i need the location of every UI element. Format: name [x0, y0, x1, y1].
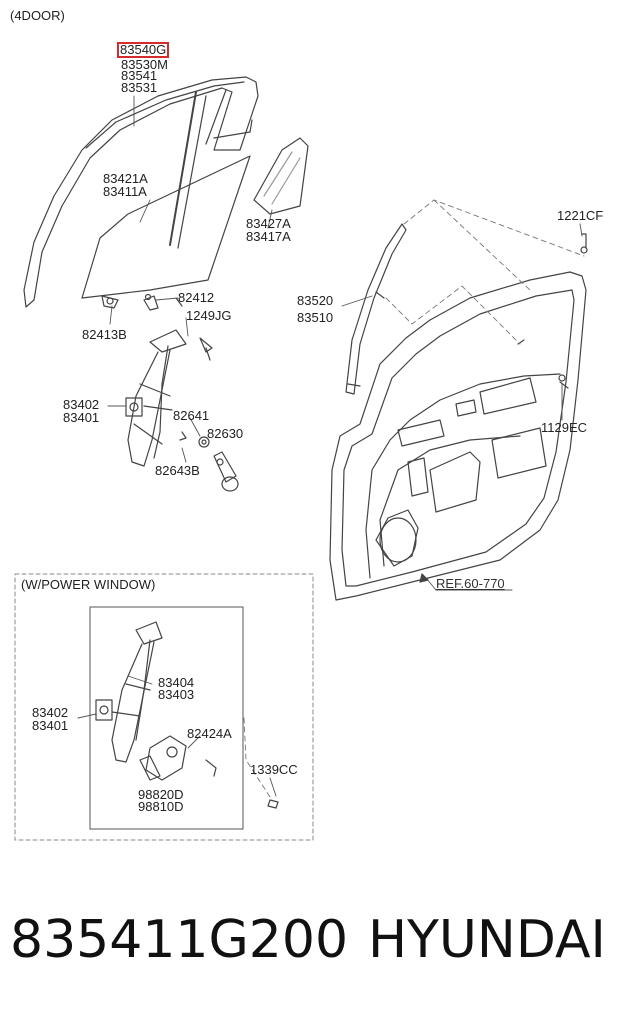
- power-regulator: [95, 621, 163, 763]
- part-label-82424A[interactable]: 82424A: [187, 726, 232, 741]
- part-label-82413B[interactable]: 82413B: [82, 327, 127, 342]
- handle-parts: [198, 436, 239, 492]
- part-label-83530M[interactable]: 83530M: [121, 57, 168, 72]
- part-label-83540G[interactable]: 83540G: [117, 42, 170, 58]
- part-number: 835411G200: [10, 910, 349, 970]
- part-label-98810D[interactable]: 98810D: [138, 799, 184, 814]
- power-window-inner-box: [89, 606, 244, 830]
- part-label-83401[interactable]: 83401: [63, 410, 100, 425]
- part-label-83411A[interactable]: 83411A: [103, 184, 147, 199]
- manual-regulator: [125, 295, 213, 467]
- part-label-1339CC[interactable]: 1339CC: [250, 762, 298, 777]
- part-label-82643B[interactable]: 82643B: [155, 463, 200, 478]
- part-label-82630[interactable]: 82630: [207, 426, 244, 441]
- part-label-83541[interactable]: 83541: [121, 68, 158, 83]
- part-label-83510[interactable]: 83510: [297, 310, 334, 325]
- part-label-98820D[interactable]: 98820D: [138, 787, 184, 802]
- ref-label[interactable]: REF.60-770: [436, 576, 505, 591]
- section-label: (4DOOR): [10, 8, 65, 23]
- part-label-1221CF[interactable]: 1221CF: [557, 208, 604, 223]
- leader-lines: [77, 95, 583, 797]
- ref-arrow: [419, 573, 429, 583]
- power-window-box: [14, 573, 314, 841]
- part-label-1249JG[interactable]: 1249JG: [186, 308, 232, 323]
- part-label-83531[interactable]: 83531: [121, 80, 158, 95]
- power-window-title: (W/POWER WINDOW): [21, 577, 156, 592]
- part-label-83402-pw[interactable]: 83402: [32, 705, 69, 720]
- part-label-83404[interactable]: 83404: [158, 675, 195, 690]
- part-label-83403[interactable]: 83403: [158, 687, 195, 702]
- parts-diagram: (4DOOR) 83540G 83530M 83541 83531 83421A…: [10, 8, 604, 841]
- part-label-1129EC[interactable]: 1129EC: [541, 420, 588, 435]
- rear-channel: [345, 223, 407, 395]
- parts-drawing: [14, 76, 588, 841]
- part-label-83421A[interactable]: 83421A: [103, 171, 148, 186]
- part-label-83520[interactable]: 83520: [297, 293, 334, 308]
- part-label-83402[interactable]: 83402: [63, 397, 100, 412]
- part-label-83417A[interactable]: 83417A: [246, 229, 291, 244]
- run-channel: [23, 76, 259, 308]
- part-label-83401-pw[interactable]: 83401: [32, 718, 69, 733]
- part-label-82412[interactable]: 82412: [178, 290, 215, 305]
- window-motor: [139, 735, 279, 809]
- caption: 835411G200 HYUNDAI: [0, 900, 620, 980]
- quarter-glass: [253, 137, 309, 215]
- brand-name: HYUNDAI: [368, 910, 606, 970]
- part-label-82641[interactable]: 82641: [173, 408, 210, 423]
- part-label-83427A[interactable]: 83427A: [246, 216, 291, 231]
- guide-lines: [243, 199, 585, 801]
- rear-door-panel: [329, 233, 588, 601]
